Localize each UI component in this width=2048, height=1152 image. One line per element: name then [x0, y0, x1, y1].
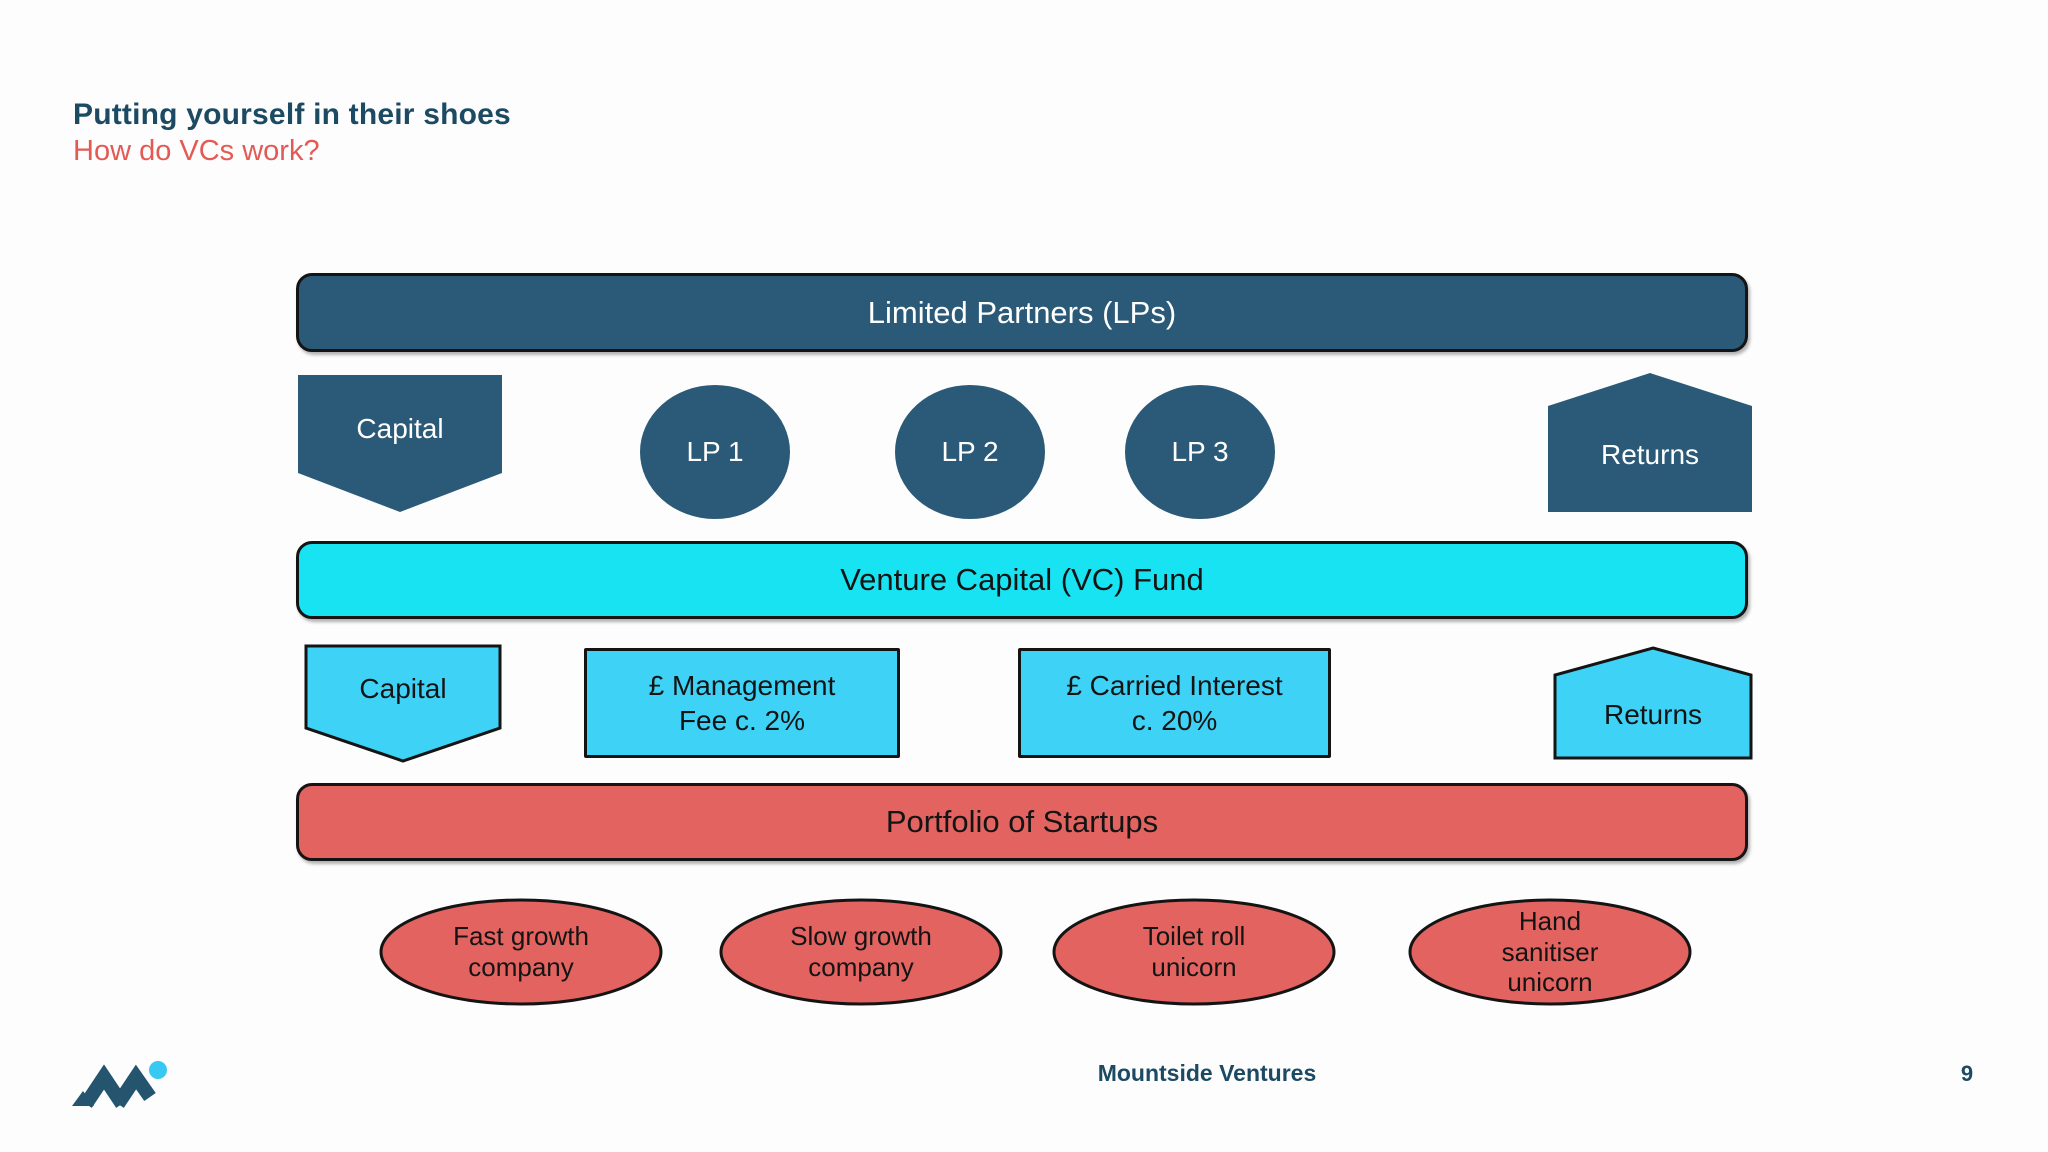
house-up-shape	[1548, 373, 1752, 512]
vc-capital-label: Capital	[359, 673, 447, 704]
ellipse-shape	[379, 898, 663, 1006]
startup-ellipse-fast-growth: Fast growth company	[378, 897, 664, 1007]
lp-returns-label: Returns	[1600, 438, 1700, 470]
startup-ellipse-hand-sanitiser: Hand sanitiser unicorn	[1407, 897, 1693, 1007]
banner-down-shape	[304, 644, 502, 763]
ellipse-shape	[1052, 898, 1336, 1006]
lp-capital-banner: Capital	[298, 375, 502, 512]
lp3-label: LP 3	[1171, 436, 1229, 467]
startup-label: Slow growth company	[790, 921, 932, 982]
startup-label: Toilet roll unicorn	[1142, 921, 1246, 982]
ellipse-shape	[1408, 898, 1692, 1006]
mountside-logo-icon	[72, 1061, 167, 1108]
vc-capital-banner: Capital	[304, 644, 502, 764]
lp-capital-label: Capital	[356, 412, 444, 444]
lp2-label: LP 2	[941, 436, 999, 467]
banner-down-shape	[298, 375, 502, 512]
startup-ellipse-toilet-roll: Toilet roll unicorn	[1051, 897, 1337, 1007]
ellipse-shape	[719, 898, 1003, 1006]
vc-fund-bar: Venture Capital (VC) Fund	[296, 541, 1748, 619]
lp-circle-1: LP 1	[640, 385, 790, 519]
vc-returns-house: Returns	[1553, 646, 1753, 760]
lp1-label: LP 1	[686, 436, 744, 467]
limited-partners-label: Limited Partners (LPs)	[867, 294, 1177, 330]
carried-interest-label: £ Carried Interest c. 20%	[1066, 670, 1283, 736]
page-subtitle: How do VCs work?	[73, 135, 320, 167]
vc-returns-label: Returns	[1603, 699, 1703, 730]
logo-dot	[149, 1061, 167, 1079]
limited-partners-bar: Limited Partners (LPs)	[296, 273, 1748, 352]
page-number: 9	[1960, 1061, 1974, 1086]
carried-interest-box: £ Carried Interest c. 20%	[1018, 648, 1331, 758]
lp-circle-2: LP 2	[895, 385, 1045, 519]
startup-label: Hand sanitiser unicorn	[1501, 905, 1599, 998]
lp-returns-house: Returns	[1548, 373, 1752, 512]
mountside-logo	[70, 1053, 170, 1108]
portfolio-bar: Portfolio of Startups	[296, 783, 1748, 861]
management-fee-box: £ Management Fee c. 2%	[584, 648, 900, 758]
page-title: Putting yourself in their shoes	[73, 98, 511, 131]
portfolio-label: Portfolio of Startups	[885, 804, 1159, 839]
lp-circle-3: LP 3	[1125, 385, 1275, 519]
vc-fund-label: Venture Capital (VC) Fund	[840, 562, 1204, 597]
management-fee-label: £ Management Fee c. 2%	[648, 670, 836, 736]
footer-brand: Mountside Ventures	[1097, 1060, 1317, 1086]
house-up-shape	[1553, 646, 1753, 760]
startup-ellipse-slow-growth: Slow growth company	[718, 897, 1004, 1007]
startup-label: Fast growth company	[453, 921, 589, 982]
